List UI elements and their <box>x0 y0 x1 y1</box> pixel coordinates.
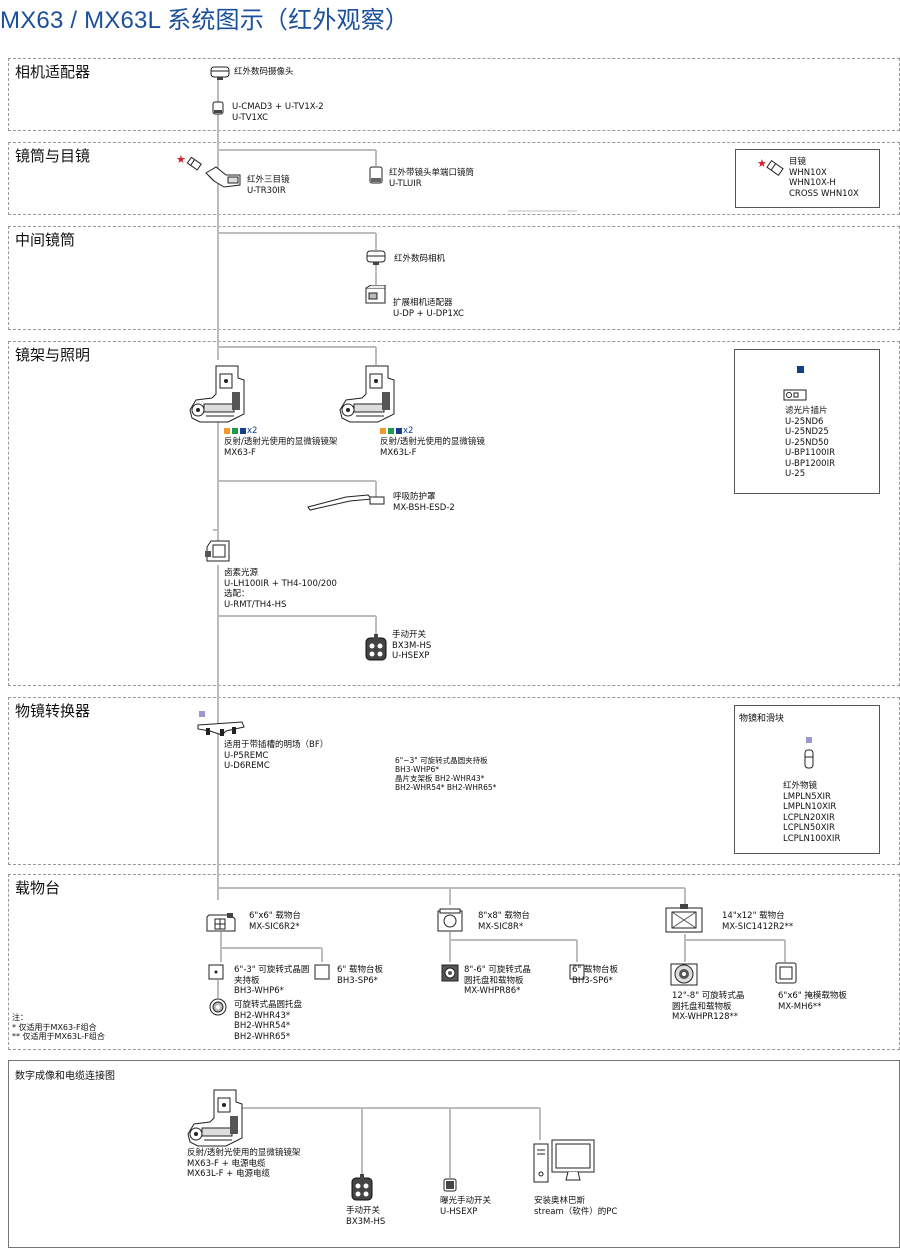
ir-digital-camera-icon <box>366 250 386 265</box>
green-square-icon <box>388 428 394 434</box>
tluir-icon <box>369 166 383 184</box>
halogen-lamp-icon <box>205 540 230 562</box>
objective-box: 物镜和滑块 <box>734 705 880 854</box>
exposure-switch-icon <box>443 1178 457 1192</box>
wafer-tray-icon <box>209 998 227 1016</box>
star-icon: ★ <box>176 153 186 166</box>
orange-square-icon <box>224 428 230 434</box>
eyepiece-label: 目镜 WHN10X WHN10X-H CROSS WHN10X <box>789 157 859 199</box>
stage-plate-icon <box>569 964 585 980</box>
section-title: 相机适配器 <box>15 63 91 81</box>
wafer-holder-label: 6"~3" 可旋转式晶圆夹持板 BH3-WHP6* 晶片支架板 BH2-WHR4… <box>395 756 497 792</box>
ir-camera-head-label: 红外数码摄像头 <box>234 67 294 77</box>
objective-icon <box>804 749 814 769</box>
objective-box-title: 物镜和滑块 <box>739 714 785 724</box>
stage-6x6-icon <box>206 913 236 932</box>
green-square-icon <box>232 428 238 434</box>
nosepiece-icon <box>197 721 245 736</box>
breath-shield-icon <box>307 494 385 511</box>
blue-square-icon <box>396 428 402 434</box>
digital-exposure-label: 曝光手动开关 U-HSEXP <box>440 1196 492 1217</box>
section-title: 镜架与照明 <box>15 346 91 364</box>
lavender-square-icon <box>199 711 205 717</box>
section-title: 中间镜筒 <box>15 231 76 249</box>
trinocular-label: 红外三目镜 U-TR30IR <box>247 175 290 196</box>
section-title: 载物台 <box>15 879 61 897</box>
wafer-tray-128-label: 12"-8" 可旋转式晶 圆托盘和载物板 MX-WHPR128** <box>672 991 745 1022</box>
stage-14x12-icon <box>665 904 703 933</box>
page-title: MX63 / MX63L 系统图示（红外观察） <box>0 7 410 34</box>
cmad3-adapter-icon <box>212 101 224 115</box>
eyepiece-icon <box>186 157 202 171</box>
blue-square-icon <box>797 366 804 373</box>
wafer-holder-6-label: 6"-3" 可旋转式晶圆 夹持板 BH3-WHP6* <box>234 965 310 996</box>
ir-digital-camera-label: 红外数码相机 <box>394 254 446 264</box>
blue-square-icon <box>240 428 246 434</box>
star-icon: ★ <box>757 157 767 170</box>
stage-14x12-label: 14"x12" 载物台 MX-SIC1412R2** <box>722 911 794 932</box>
microscope-frame-icon <box>189 365 245 423</box>
filter-slider-icon <box>783 389 807 401</box>
stage-plate-label: 6" 载物台板 BH3-SP6* <box>572 965 619 986</box>
stage-8x8-icon <box>437 908 463 932</box>
mx63lf-label: 反射/透射光使用的显微镜镜 MX63L-F <box>380 437 485 458</box>
stage-plate-label: 6" 载物台板 BH3-SP6* <box>337 965 384 986</box>
dp-adapter-label: 扩展相机适配器 U-DP + U-DP1XC <box>393 298 464 319</box>
nosepiece-label: 适用于带插槽的明场（BF） U-P5REMC U-D6REMC <box>224 740 329 771</box>
mask-holder-label: 6"x6" 掩模载物板 MX-MH6** <box>778 991 847 1012</box>
digital-hand-switch-label: 手动开关 BX3M-HS <box>346 1206 386 1227</box>
notes: 注： * 仅适用于MX63-F组合 ** 仅适用于MX63L-F组合 <box>12 1013 105 1041</box>
wafer-tray-plate-icon <box>441 964 459 982</box>
tluir-label: 红外带镜头单端口镜筒 U-TLUIR <box>389 168 475 189</box>
hand-switch-label: 手动开关 BX3M-HS U-HSEXP <box>392 630 432 661</box>
filter-box <box>734 349 880 494</box>
hand-switch-icon <box>351 1174 373 1201</box>
section-title: 镜筒与目镜 <box>15 147 91 165</box>
dp-adapter-icon <box>365 285 386 304</box>
filter-slider-label: 滤光片插片 U-25ND6 U-25ND25 U-25ND50 U-BP1100… <box>785 406 835 479</box>
digital-frame-label: 反射/透射光使用的显微镜镜架 MX63-F + 电源电缆 MX63L-F + 电… <box>187 1148 301 1179</box>
halogen-label: 卤素光源 U-LH100IR + TH4-100/200 选配： U-RMT/T… <box>224 568 337 610</box>
quantity-label: x2 <box>403 426 414 436</box>
stage-6x6-label: 6"x6" 载物台 MX-SIC6R2* <box>249 911 301 932</box>
wafer-tray-label: 可旋转式晶圆托盘 BH2-WHR43* BH2-WHR54* BH2-WHR65… <box>234 1000 303 1042</box>
section-title: 数字成像和电缆连接图 <box>15 1071 115 1082</box>
cmad3-label: U-CMAD3 + U-TV1X-2 U-TV1XC <box>232 102 324 123</box>
wafer-holder-icon <box>208 964 224 980</box>
breath-shield-label: 呼吸防护罩 MX-BSH-ESD-2 <box>393 492 455 513</box>
mx63f-label: 反射/透射光使用的显微镜镜架 MX63-F <box>224 437 338 458</box>
lavender-square-icon <box>806 737 812 743</box>
hand-switch-icon <box>365 634 387 661</box>
orange-square-icon <box>380 428 386 434</box>
pc-icon <box>533 1139 595 1183</box>
ir-camera-head-icon <box>210 66 230 80</box>
objectives-label: 红外物镜 LMPLN5XIR LMPLN10XIR LCPLN20XIR LCP… <box>783 781 841 844</box>
mask-holder-icon <box>775 962 797 984</box>
microscope-frame-icon <box>187 1089 243 1147</box>
digital-pc-label: 安装奥林巴斯 stream（软件）的PC <box>534 1196 618 1217</box>
wafer-tray-plate-icon <box>670 963 698 986</box>
stage-plate-icon <box>314 964 330 980</box>
microscope-frame-icon <box>339 365 395 423</box>
wafer-tray-86-label: 8"-6" 可旋转式晶 圆托盘和载物板 MX-WHPR86* <box>464 965 531 996</box>
eyepiece-icon <box>766 160 784 176</box>
trinocular-icon <box>205 166 241 188</box>
eyepiece-box <box>735 149 880 208</box>
quantity-label: x2 <box>247 426 258 436</box>
section-title: 物镜转换器 <box>15 702 91 720</box>
stage-8x8-label: 8"x8" 载物台 MX-SIC8R* <box>478 911 530 932</box>
